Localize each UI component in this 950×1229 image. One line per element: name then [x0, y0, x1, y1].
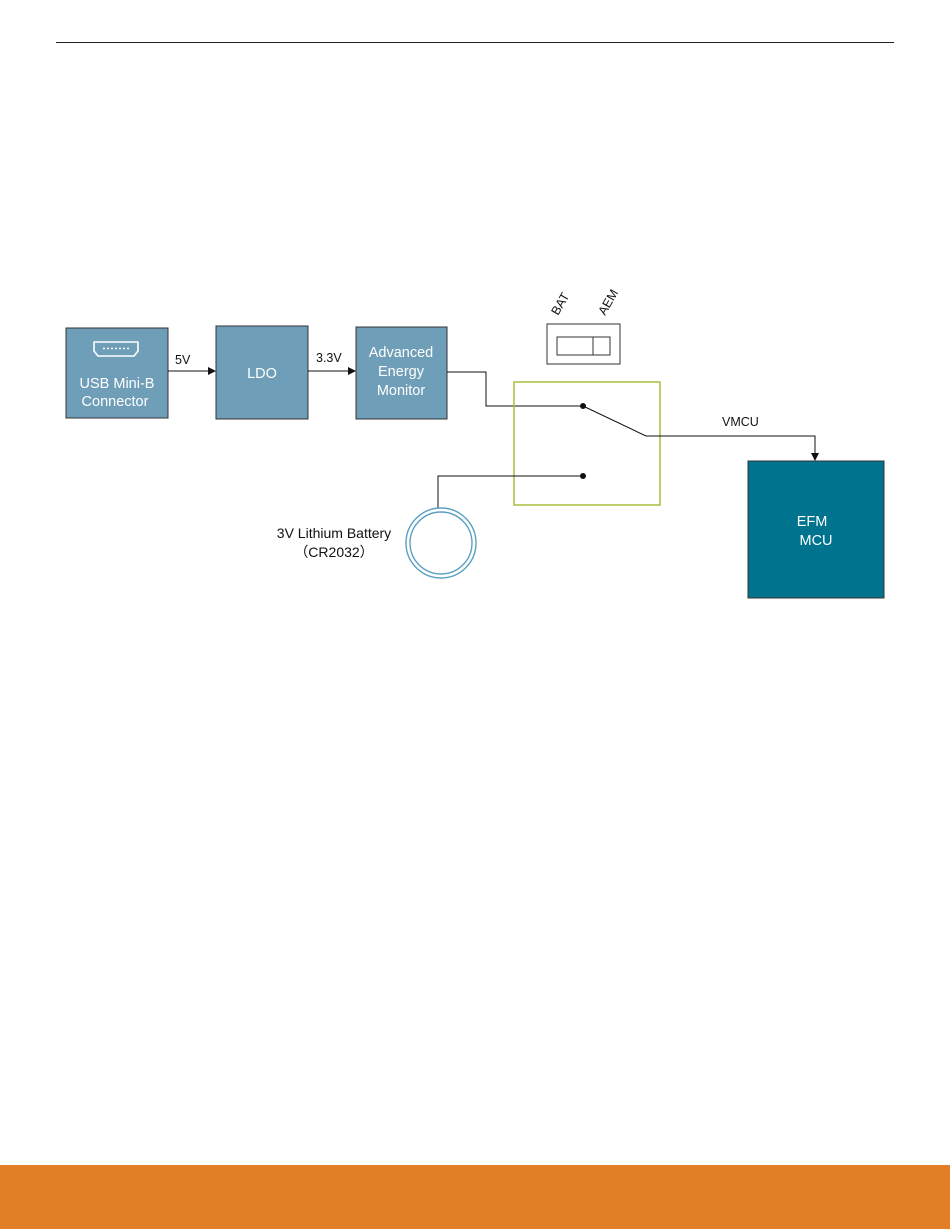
switch-enclosure — [514, 382, 660, 505]
selector-label-aem: AEM — [595, 287, 621, 317]
usb-connector-label-line1: USB Mini-B — [80, 376, 155, 392]
usb-connector-block: USB Mini-B Connector — [66, 328, 168, 418]
coin-cell-battery — [406, 508, 476, 578]
battery-outer-ring — [406, 508, 476, 578]
wire-vmcu — [583, 406, 815, 460]
wire-5v-label: 5V — [175, 353, 191, 367]
ldo-block: LDO — [216, 326, 308, 419]
selector-knob — [593, 337, 610, 355]
mcu-label-line2: MCU — [799, 533, 832, 549]
power-selector-switch: BAT AEM — [547, 287, 621, 364]
aem-block: Advanced Energy Monitor — [356, 327, 447, 419]
wire-aem-to-switch — [447, 372, 583, 406]
wire-3v3-label: 3.3V — [316, 351, 342, 365]
wire-battery-to-switch — [438, 476, 583, 512]
usb-connector-label-line2: Connector — [82, 394, 149, 410]
aem-label-line2: Energy — [378, 364, 425, 380]
wire-vmcu-label: VMCU — [722, 415, 759, 429]
ldo-label: LDO — [247, 366, 277, 382]
mcu-label-line1: EFM — [797, 514, 828, 530]
battery-label-line1: 3V Lithium Battery — [277, 525, 391, 541]
aem-label-line1: Advanced — [369, 345, 434, 361]
footer-bar — [0, 1165, 950, 1229]
battery-label-line2: （CR2032） — [294, 544, 373, 560]
aem-label-line3: Monitor — [377, 383, 426, 399]
mcu-block: EFM MCU — [748, 461, 884, 598]
selector-label-bat: BAT — [548, 290, 572, 318]
